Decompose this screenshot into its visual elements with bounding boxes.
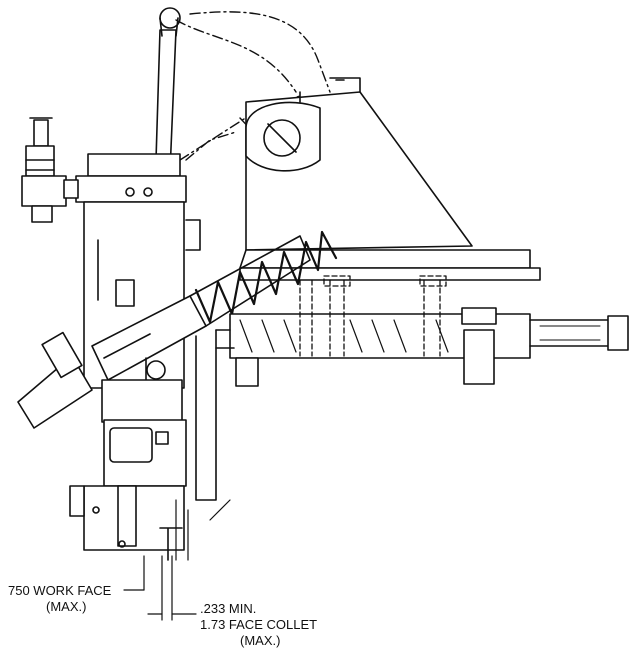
guide-plate xyxy=(195,329,235,501)
collet-body xyxy=(69,379,187,561)
clamp-bar xyxy=(229,307,629,387)
spring-coil xyxy=(194,230,338,324)
work-face-max-label: (MAX.) xyxy=(46,599,87,614)
air-valve-fitting xyxy=(21,117,79,223)
hidden-bolts xyxy=(299,275,447,357)
min-dimension-label: .233 MIN. xyxy=(200,601,257,616)
face-collet-label: 1.73 FACE COLLET xyxy=(200,617,318,632)
dimension-lines xyxy=(123,499,231,621)
work-face-label: 750 WORK FACE xyxy=(8,583,112,598)
diagonal-cylinder xyxy=(17,230,338,429)
pivot-boss xyxy=(245,101,321,172)
face-collet-max-label: (MAX.) xyxy=(240,633,281,648)
